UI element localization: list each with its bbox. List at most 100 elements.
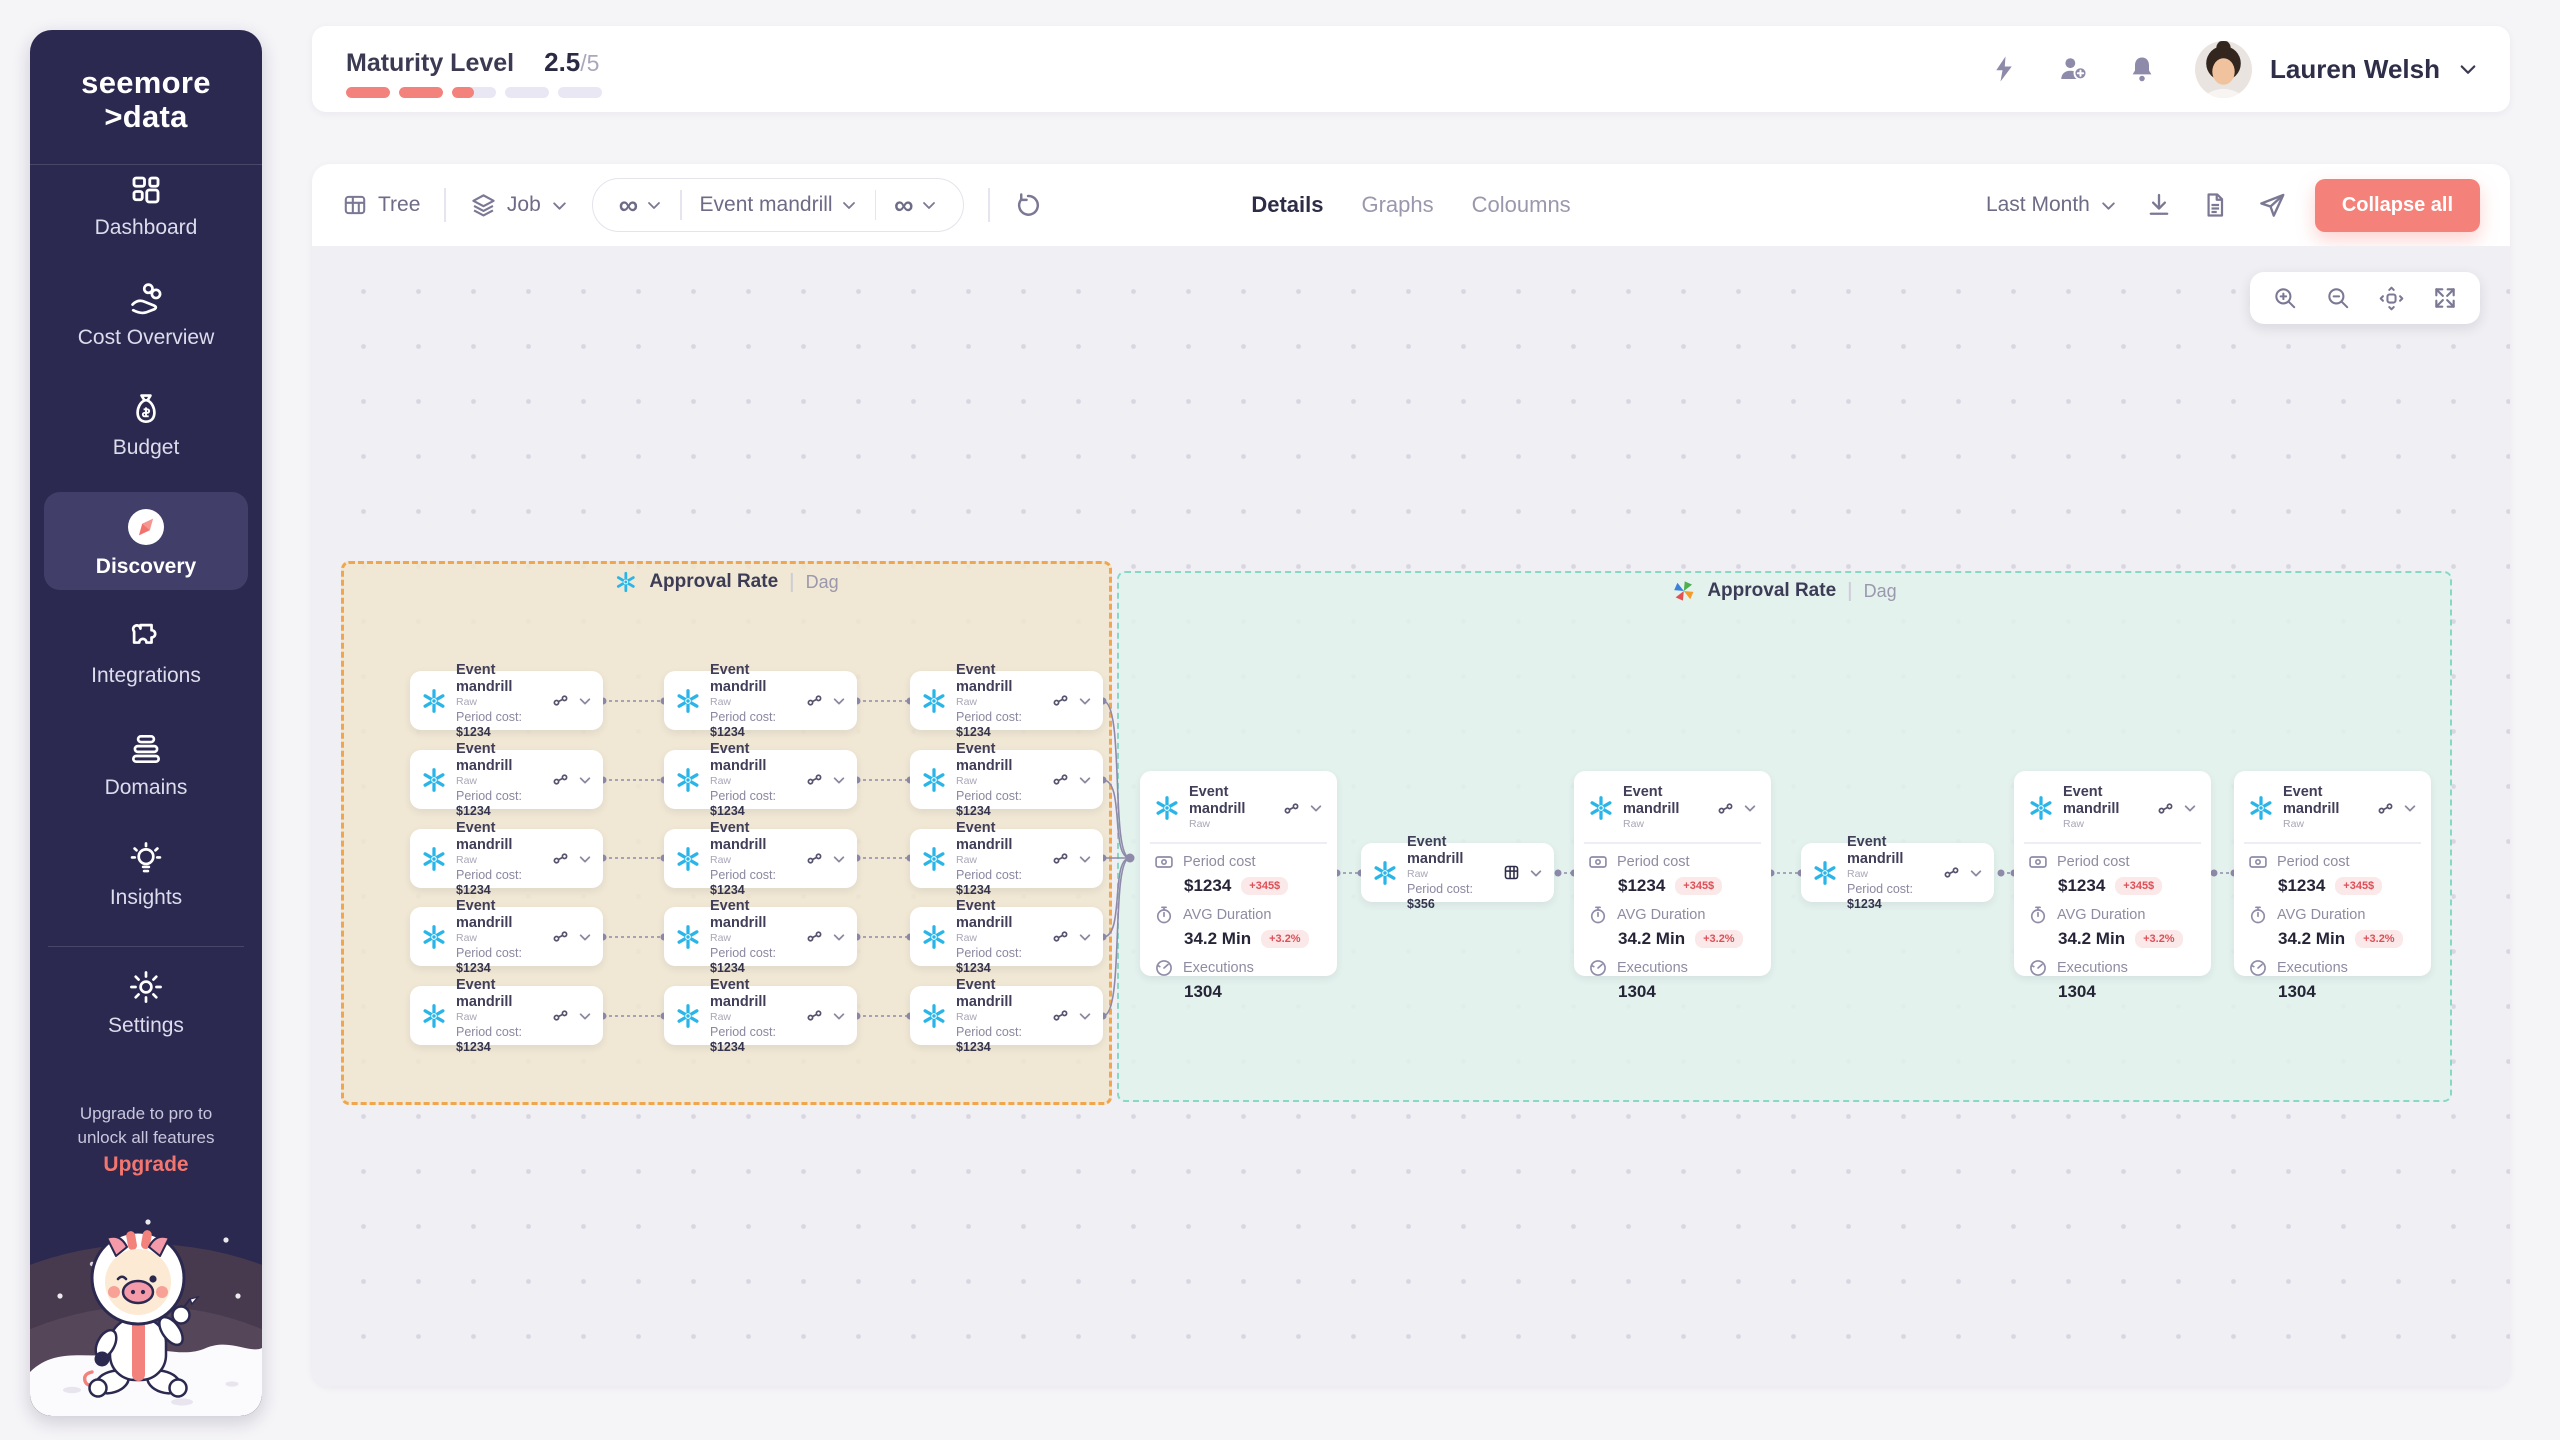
pan-icon[interactable] xyxy=(2374,281,2409,316)
chevron-down-icon[interactable] xyxy=(1078,773,1092,787)
link-icon[interactable] xyxy=(552,692,569,709)
link-icon[interactable] xyxy=(806,850,823,867)
sidebar-item-insights[interactable]: Insights xyxy=(44,840,248,910)
undo-icon[interactable] xyxy=(1014,191,1042,219)
chevron-down-icon[interactable] xyxy=(1078,1009,1092,1023)
sidebar-item-budget[interactable]: Budget xyxy=(44,390,248,460)
chevron-down-icon[interactable] xyxy=(832,930,846,944)
dag-node-card[interactable]: Event mandrill Raw Period cost: $1234 xyxy=(664,898,857,975)
chevron-down-icon[interactable] xyxy=(578,852,592,866)
sidebar-item-cost-overview[interactable]: Cost Overview xyxy=(44,280,248,350)
link-icon[interactable] xyxy=(1052,692,1069,709)
link-icon[interactable] xyxy=(552,928,569,945)
chevron-down-icon[interactable] xyxy=(1078,930,1092,944)
dag-node-card[interactable]: Event mandrill Raw Period cost: $356 xyxy=(1361,834,1554,911)
link-icon[interactable] xyxy=(1717,800,1734,817)
dag-node-card[interactable]: Event mandrill Raw Period cost: $1234 xyxy=(410,741,603,818)
job-dropdown[interactable]: Job xyxy=(470,192,568,219)
period-dropdown[interactable]: Last Month xyxy=(1986,193,2117,217)
tree-view-button[interactable]: Tree xyxy=(342,192,420,218)
user-add-icon[interactable] xyxy=(2057,53,2089,85)
link-icon[interactable] xyxy=(2157,800,2174,817)
dag-node-card[interactable]: Event mandrill Raw Period cost: $1234 xyxy=(410,820,603,897)
sidebar-item-integrations[interactable]: Integrations xyxy=(44,618,248,688)
dag-node-card[interactable]: Event mandrill Raw Period cost: $1234 xyxy=(664,820,857,897)
chevron-down-icon[interactable] xyxy=(578,694,592,708)
send-icon[interactable] xyxy=(2257,190,2287,220)
chevron-down-icon[interactable] xyxy=(2403,801,2417,815)
chevron-down-icon[interactable] xyxy=(578,930,592,944)
bell-icon[interactable] xyxy=(2127,54,2157,84)
dag-node-card[interactable]: Event mandrill Raw Period cost: $1234 xyxy=(410,977,603,1054)
chevron-down-icon[interactable] xyxy=(1078,852,1092,866)
link-icon[interactable] xyxy=(806,771,823,788)
filter-node-dropdown[interactable]: Event mandrill xyxy=(682,193,875,217)
dag-node-card[interactable]: Event mandrill Raw Period cost: $1234 xyxy=(910,820,1103,897)
dag-node-card[interactable]: Event mandrill Raw Period cost: $1234 xyxy=(664,977,857,1054)
dag-canvas[interactable]: Approval Rate Dag Approval Rate Dag Even… xyxy=(312,246,2510,1386)
dag-node-card-expanded[interactable]: Event mandrill Raw Period cost $1234 +34… xyxy=(1574,771,1771,1001)
chevron-down-icon[interactable] xyxy=(1969,866,1983,880)
lightning-icon[interactable] xyxy=(1989,54,2019,84)
link-icon[interactable] xyxy=(806,692,823,709)
tab-details[interactable]: Details xyxy=(1251,192,1324,217)
sidebar-item-settings[interactable]: Settings xyxy=(44,968,248,1038)
dag-node-card[interactable]: Event mandrill Raw Period cost: $1234 xyxy=(664,662,857,739)
dag-node-card[interactable]: Event mandrill Raw Period cost: $1234 xyxy=(1801,834,1994,911)
zoom-in-icon[interactable] xyxy=(2268,281,2302,315)
link-icon[interactable] xyxy=(806,928,823,945)
dag-node-card-expanded[interactable]: Event mandrill Raw Period cost $1234 +34… xyxy=(2234,771,2431,1001)
link-icon[interactable] xyxy=(552,1007,569,1024)
sidebar-item-domains[interactable]: Domains xyxy=(44,730,248,800)
link-icon[interactable] xyxy=(2377,800,2394,817)
table-icon[interactable] xyxy=(1503,864,1520,881)
dag-node-card[interactable]: Event mandrill Raw Period cost: $1234 xyxy=(664,741,857,818)
zoom-out-icon[interactable] xyxy=(2321,281,2355,315)
view-tabs: Details Graphs Coloumns xyxy=(1251,164,1570,246)
chevron-down-icon[interactable] xyxy=(578,1009,592,1023)
sidebar-item-dashboard[interactable]: Dashboard xyxy=(44,172,248,240)
link-icon[interactable] xyxy=(1052,1007,1069,1024)
download-icon[interactable] xyxy=(2145,191,2173,219)
node-title: Event mandrill xyxy=(956,661,1013,695)
chevron-down-icon[interactable] xyxy=(832,694,846,708)
fullscreen-icon[interactable] xyxy=(2428,281,2462,315)
chevron-down-icon[interactable] xyxy=(832,1009,846,1023)
dag-node-card[interactable]: Event mandrill Raw Period cost: $1234 xyxy=(910,898,1103,975)
dag-node-card[interactable]: Event mandrill Raw Period cost: $1234 xyxy=(910,662,1103,739)
dag-node-card[interactable]: Event mandrill Raw Period cost: $1234 xyxy=(910,977,1103,1054)
chevron-down-icon[interactable] xyxy=(1743,801,1757,815)
link-icon[interactable] xyxy=(552,771,569,788)
chevron-down-icon[interactable] xyxy=(1078,694,1092,708)
group-label-divider xyxy=(1849,581,1851,601)
sidebar-item-discovery[interactable]: Discovery xyxy=(44,492,248,590)
chevron-down-icon[interactable] xyxy=(1309,801,1323,815)
filter-left-dropdown[interactable]: ∞ xyxy=(601,191,680,219)
dag-node-card[interactable]: Event mandrill Raw Period cost: $1234 xyxy=(910,741,1103,818)
link-icon[interactable] xyxy=(1052,771,1069,788)
link-icon[interactable] xyxy=(1943,864,1960,881)
link-icon[interactable] xyxy=(1052,928,1069,945)
dag-node-card[interactable]: Event mandrill Raw Period cost: $1234 xyxy=(410,898,603,975)
tab-graphs[interactable]: Graphs xyxy=(1361,192,1434,217)
dag-node-card-expanded[interactable]: Event mandrill Raw Period cost $1234 +34… xyxy=(2014,771,2211,1001)
upgrade-link[interactable]: Upgrade xyxy=(103,1153,189,1176)
link-icon[interactable] xyxy=(806,1007,823,1024)
chevron-down-icon[interactable] xyxy=(578,773,592,787)
report-icon[interactable] xyxy=(2201,191,2229,219)
chevron-down-icon[interactable] xyxy=(832,773,846,787)
collapse-all-button[interactable]: Collapse all xyxy=(2314,178,2480,232)
chevron-down-icon[interactable] xyxy=(832,852,846,866)
user-menu[interactable]: Lauren Welsh xyxy=(2194,40,2478,98)
chevron-down-icon[interactable] xyxy=(1529,866,1543,880)
filter-right-dropdown[interactable]: ∞ xyxy=(876,191,955,219)
tab-coloumns[interactable]: Coloumns xyxy=(1471,192,1571,217)
stopwatch-icon xyxy=(1154,905,1174,925)
chevron-down-icon[interactable] xyxy=(2183,801,2197,815)
link-icon[interactable] xyxy=(1052,850,1069,867)
dag-node-card-expanded[interactable]: Event mandrill Raw Period cost $1234 +34… xyxy=(1140,771,1337,1001)
link-icon[interactable] xyxy=(1283,800,1300,817)
metric-value: 1304 xyxy=(1618,981,1656,1001)
link-icon[interactable] xyxy=(552,850,569,867)
dag-node-card[interactable]: Event mandrill Raw Period cost: $1234 xyxy=(410,662,603,739)
